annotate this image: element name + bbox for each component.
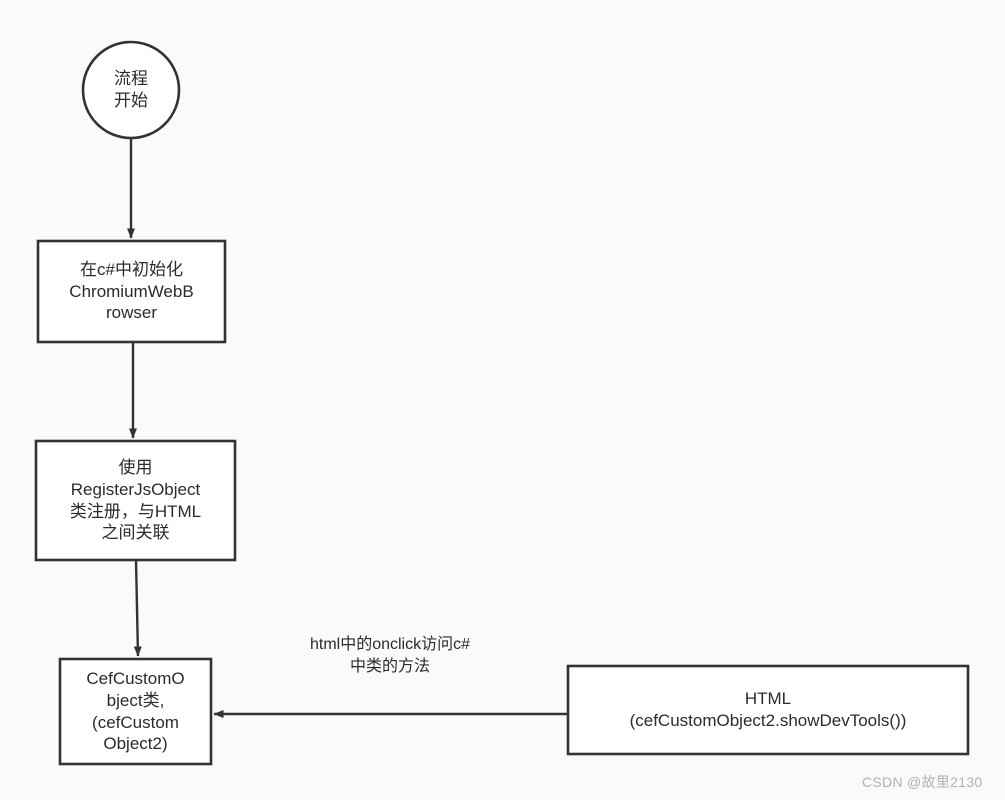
edge-label-html-to-cef: html中的onclick访问c# 中类的方法 xyxy=(309,636,471,675)
csdn-watermark: CSDN @故里2130 xyxy=(862,774,983,790)
node-html-page-shape[interactable] xyxy=(566,664,970,756)
node-register-js-object-shape[interactable] xyxy=(34,439,237,562)
node-start-shape[interactable] xyxy=(81,40,181,140)
node-cef-custom-object-shape[interactable] xyxy=(58,657,213,766)
node-init-browser-shape[interactable] xyxy=(36,239,227,344)
edge-register-to-cef xyxy=(133,559,142,657)
